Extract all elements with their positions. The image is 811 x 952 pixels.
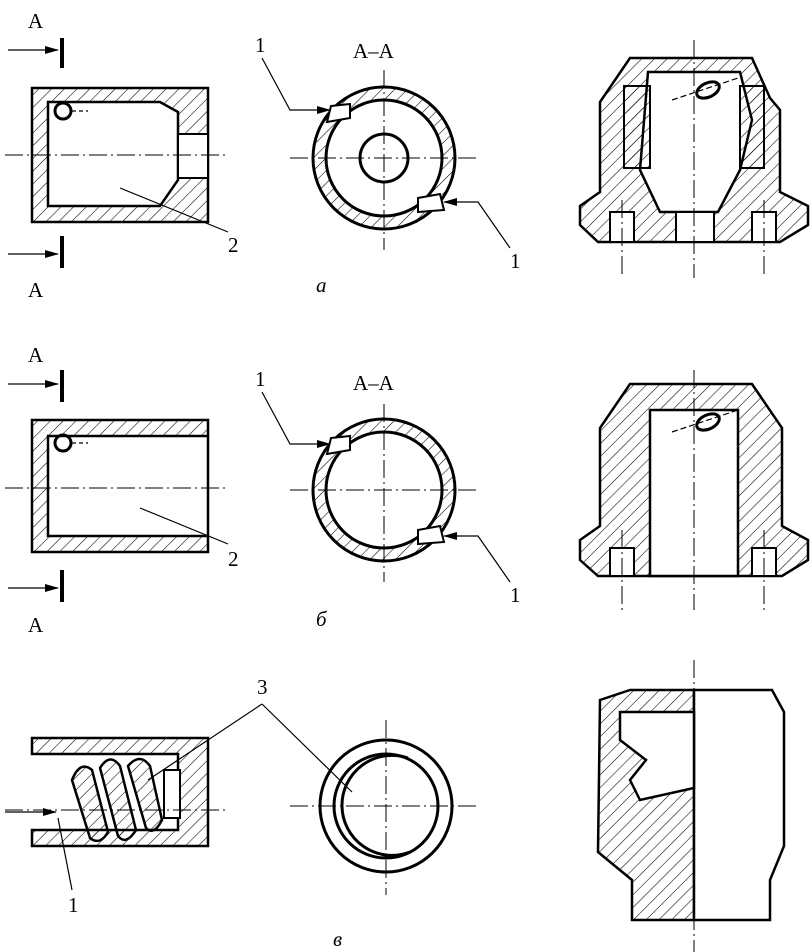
callout-1: 1 [68, 893, 79, 917]
callout-2: 2 [228, 233, 239, 257]
callout-3: 3 [257, 675, 268, 699]
callout-1-bottom: 1 [510, 249, 521, 273]
row-a: A A 2 A–A 1 1 а [5, 9, 810, 302]
arrow-1-bottom [443, 198, 511, 249]
part-section-b [30, 418, 210, 554]
row-c: 1 3 в [5, 660, 786, 952]
caption-a: а [316, 273, 327, 297]
caption-b: б [316, 607, 328, 631]
arrow-1-top [261, 391, 331, 448]
part-section-c [30, 736, 210, 848]
section-letter-bottom: A [28, 278, 44, 302]
caption-v: в [333, 927, 342, 951]
callout-2: 2 [228, 547, 239, 571]
section-title-b: A–A [353, 371, 395, 395]
assembly-a [578, 56, 810, 244]
callout-1-bottom: 1 [510, 583, 521, 607]
leader-1 [57, 817, 73, 891]
section-title-a: A–A [353, 39, 395, 63]
leader-3-left [147, 703, 263, 781]
arrow-1-top [261, 57, 331, 114]
spring-coils [70, 757, 164, 843]
callout-1-top: 1 [255, 33, 266, 57]
section-letter-top: A [28, 343, 44, 367]
section-letter-top: A [28, 9, 44, 33]
leader-2 [139, 507, 229, 545]
section-letter-bottom: A [28, 613, 44, 637]
row-b: A A 2 A–A 1 1 б [5, 343, 810, 637]
callout-1-top: 1 [255, 367, 266, 391]
assembly-b [578, 382, 810, 578]
part-section-a [30, 86, 210, 224]
leader-2 [119, 187, 229, 233]
arrow-1-bottom [443, 532, 511, 583]
assembly-c [596, 688, 786, 922]
leader-3-right [261, 703, 353, 793]
